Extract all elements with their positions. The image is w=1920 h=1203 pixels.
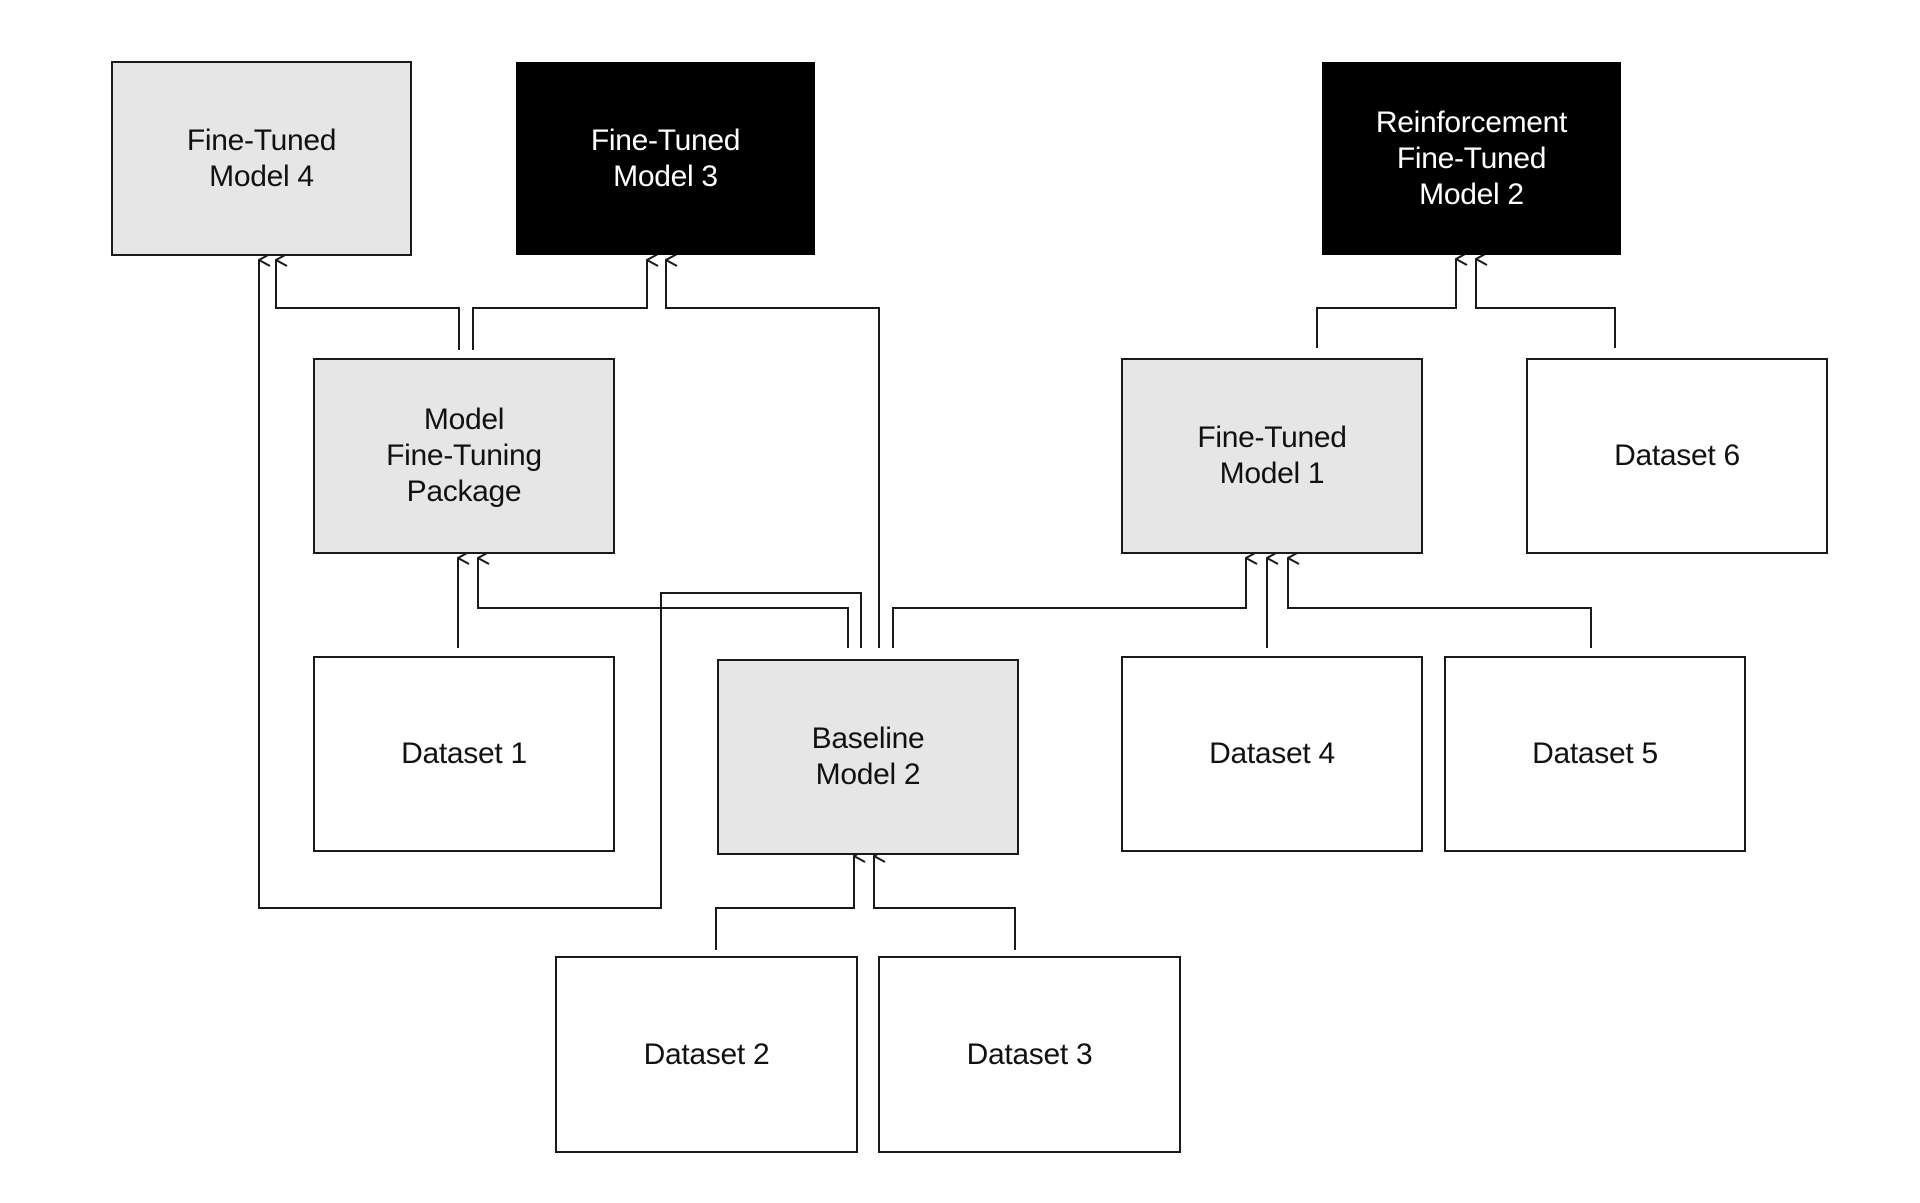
node-reinforcement-fine-tuned-model-2: Reinforcement Fine-Tuned Model 2 [1322, 62, 1621, 255]
node-label: Dataset 1 [401, 737, 527, 770]
node-fine-tuned-model-4: Fine-Tuned Model 4 [111, 61, 412, 256]
edge-ft1-rft2 [1316, 259, 1456, 348]
edge-baseline2-ft1 [892, 558, 1246, 648]
node-label: Fine-Tuned Model 1 [1197, 421, 1347, 490]
node-fine-tuned-model-3: Fine-Tuned Model 3 [516, 62, 815, 255]
node-label: Dataset 6 [1614, 439, 1740, 472]
node-label: Baseline Model 2 [811, 722, 925, 791]
node-label: Reinforcement Fine-Tuned Model 2 [1375, 105, 1568, 211]
edge-mftp-ft4 [275, 260, 460, 350]
edge-baseline2-ft3 [665, 260, 880, 648]
node-label: Dataset 3 [966, 1037, 1093, 1071]
node-label: Dataset 5 [1532, 737, 1658, 770]
node-label: Fine-Tuned Model 3 [590, 123, 741, 193]
node-label: Dataset 4 [1209, 737, 1335, 770]
node-dataset-4: Dataset 4 [1121, 656, 1423, 852]
node-dataset-3: Dataset 3 [878, 956, 1181, 1153]
edge-ds6-rft2 [1475, 259, 1616, 348]
node-fine-tuned-model-1: Fine-Tuned Model 1 [1121, 358, 1423, 554]
node-label: Fine-Tuned Model 4 [186, 123, 337, 193]
edge-baseline2-mftp [477, 558, 849, 648]
node-dataset-6: Dataset 6 [1526, 358, 1828, 554]
edge-ds3-baseline2 [873, 856, 1016, 950]
edge-ds2-baseline2 [715, 856, 854, 950]
node-dataset-5: Dataset 5 [1444, 656, 1746, 852]
edge-ds5-ft1 [1287, 558, 1592, 648]
node-dataset-1: Dataset 1 [313, 656, 615, 852]
node-model-fine-tuning-package: Model Fine-Tuning Package [313, 358, 615, 554]
node-label: Dataset 2 [643, 1037, 770, 1071]
node-dataset-2: Dataset 2 [555, 956, 858, 1153]
node-label: Model Fine-Tuning Package [386, 403, 542, 508]
node-baseline-model-2: Baseline Model 2 [717, 659, 1019, 855]
edge-mftp-ft3 [472, 260, 647, 350]
edge-baseline2-ft4 [258, 260, 862, 909]
